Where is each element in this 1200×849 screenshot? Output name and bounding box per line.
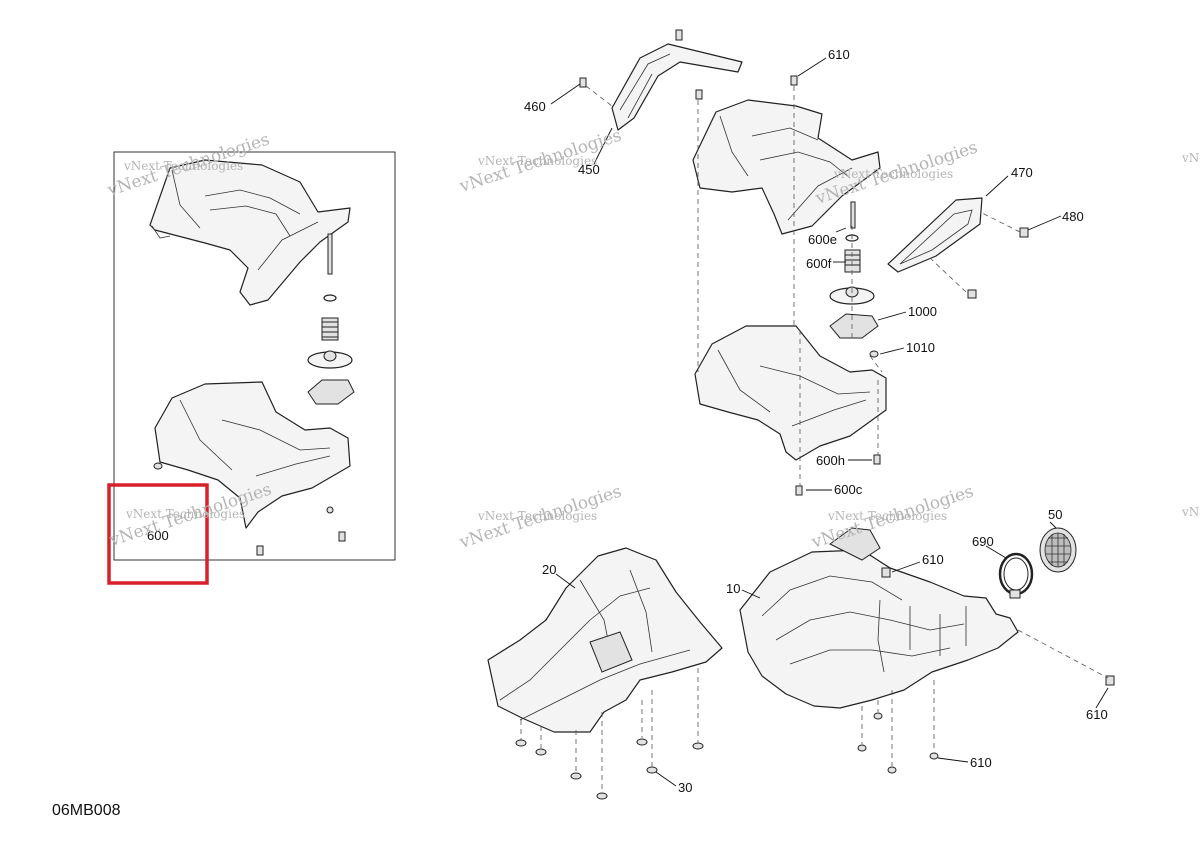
callout-600h[interactable]: 600h xyxy=(816,453,845,468)
callout-600f[interactable]: 600f xyxy=(806,256,832,271)
callout-610-top[interactable]: 610 xyxy=(828,47,850,62)
svg-text:vNext Technologies: vNext Technologies xyxy=(477,154,597,168)
callout-610-bottom[interactable]: 610 xyxy=(970,755,992,770)
part-450-trim[interactable] xyxy=(579,29,743,131)
callout-1000[interactable]: 1000 xyxy=(908,304,937,319)
diagram-reference-code: 06MB008 xyxy=(52,802,121,819)
part-spring-stack[interactable] xyxy=(829,201,879,358)
inset-lower-frame xyxy=(153,381,351,556)
svg-text:vNe: vNe xyxy=(1181,505,1200,519)
callout-460[interactable]: 460 xyxy=(524,99,546,114)
callout-1010[interactable]: 1010 xyxy=(906,340,935,355)
part-690-clamp[interactable] xyxy=(998,552,1034,599)
part-vent-lower-frame[interactable] xyxy=(694,325,887,496)
heat-shield-fasteners xyxy=(515,738,704,800)
callout-470[interactable]: 470 xyxy=(1011,165,1033,180)
svg-text:vNext Technologies: vNext Technologies xyxy=(833,167,953,181)
callout-30[interactable]: 30 xyxy=(678,780,692,795)
part-20-heat-shield[interactable] xyxy=(487,547,723,800)
inset-highlight-frame xyxy=(107,483,209,585)
callout-50[interactable]: 50 xyxy=(1048,507,1062,522)
svg-text:vNe: vNe xyxy=(1181,151,1200,165)
svg-text:vNext Technologies: vNext Technologies xyxy=(827,509,947,523)
inset-part-number: 600 xyxy=(147,528,169,543)
callout-480[interactable]: 480 xyxy=(1062,209,1084,224)
part-50-filter[interactable] xyxy=(1039,527,1077,573)
svg-text:vNext Technologies: vNext Technologies xyxy=(125,507,245,521)
svg-text:vNext Technologies: vNext Technologies xyxy=(477,509,597,523)
callout-610-right[interactable]: 610 xyxy=(1086,707,1108,722)
inset-panel[interactable]: 600 xyxy=(107,151,396,585)
assembly-guide-lines xyxy=(697,86,1021,486)
callout-20[interactable]: 20 xyxy=(542,562,556,577)
inset-upper-housing xyxy=(149,159,351,306)
part-470-side-trim[interactable] xyxy=(887,197,1029,299)
callout-690[interactable]: 690 xyxy=(972,534,994,549)
inset-spring-stack xyxy=(307,233,355,405)
callout-labels: 460 450 610 470 480 600e 600f 1000 1010 … xyxy=(524,47,1108,795)
svg-text:vNext Technologies: vNext Technologies xyxy=(123,159,243,173)
callout-610-mid[interactable]: 610 xyxy=(922,552,944,567)
callout-leader-lines xyxy=(550,57,1109,787)
callout-450[interactable]: 450 xyxy=(578,162,600,177)
part-vent-upper-housing[interactable] xyxy=(692,75,881,235)
callout-600e[interactable]: 600e xyxy=(808,232,837,247)
part-10-airbox[interactable] xyxy=(739,527,1115,774)
callout-600c[interactable]: 600c xyxy=(834,482,863,497)
callout-10[interactable]: 10 xyxy=(726,581,740,596)
